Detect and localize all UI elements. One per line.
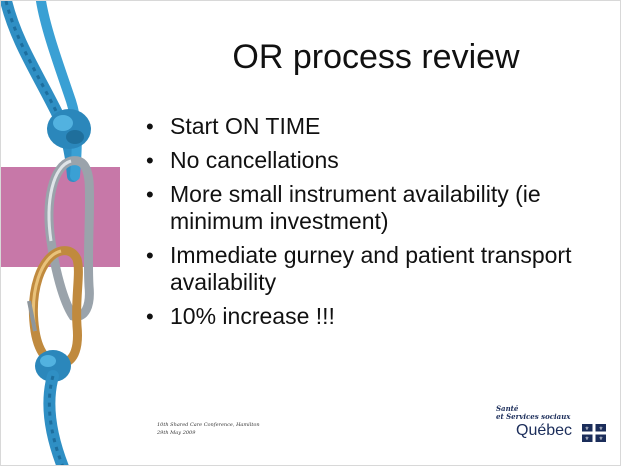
svg-text:⚜: ⚜ — [585, 436, 589, 442]
bullet-item: • No cancellations — [141, 147, 611, 174]
logo-line: et Services sociaux — [496, 412, 571, 421]
footer-note-line: 29th May 2009 — [157, 430, 196, 436]
bullet-text: More small instrument availability (ie m… — [170, 181, 541, 234]
footer-note: 10th Shared Care Conference, Hamilton 29… — [157, 421, 260, 437]
bullet-dot-icon: • — [146, 148, 154, 173]
bullet-dot-icon: • — [146, 114, 154, 139]
bullet-item: • More small instrument availability (ie … — [141, 181, 611, 235]
svg-text:⚜: ⚜ — [599, 426, 603, 432]
logo-subtitle: Santé et Services sociaux — [496, 405, 570, 421]
bullet-text: No cancellations — [170, 147, 339, 173]
rope-carabiner-illustration — [1, 1, 95, 465]
quebec-flag-icon: ⚜ ⚜ ⚜ ⚜ — [582, 424, 606, 442]
bullet-item: • Start ON TIME — [141, 113, 611, 140]
bullet-text: Start ON TIME — [170, 113, 321, 139]
slide-title: OR process review — [232, 38, 520, 76]
svg-text:⚜: ⚜ — [585, 426, 589, 432]
bullet-dot-icon: • — [146, 243, 154, 268]
logo-line: Santé — [496, 404, 519, 413]
bullet-text: Immediate gurney and patient transport a… — [170, 242, 572, 295]
bullet-item: • Immediate gurney and patient transport … — [141, 242, 611, 296]
footer-note-line: 10th Shared Care Conference, Hamilton — [157, 422, 260, 428]
svg-text:⚜: ⚜ — [599, 436, 603, 442]
bullet-text: 10% increase !!! — [170, 303, 335, 329]
bullet-dot-icon: • — [146, 182, 154, 207]
bullet-dot-icon: • — [146, 304, 154, 329]
bullet-list: • Start ON TIME • No cancellations • More s… — [141, 113, 611, 337]
bullet-item: • 10% increase !!! — [141, 303, 611, 330]
quebec-logo: Santé et Services sociaux Québec ⚜ ⚜ ⚜ ⚜ — [496, 405, 606, 445]
logo-name: Québec — [516, 422, 573, 439]
